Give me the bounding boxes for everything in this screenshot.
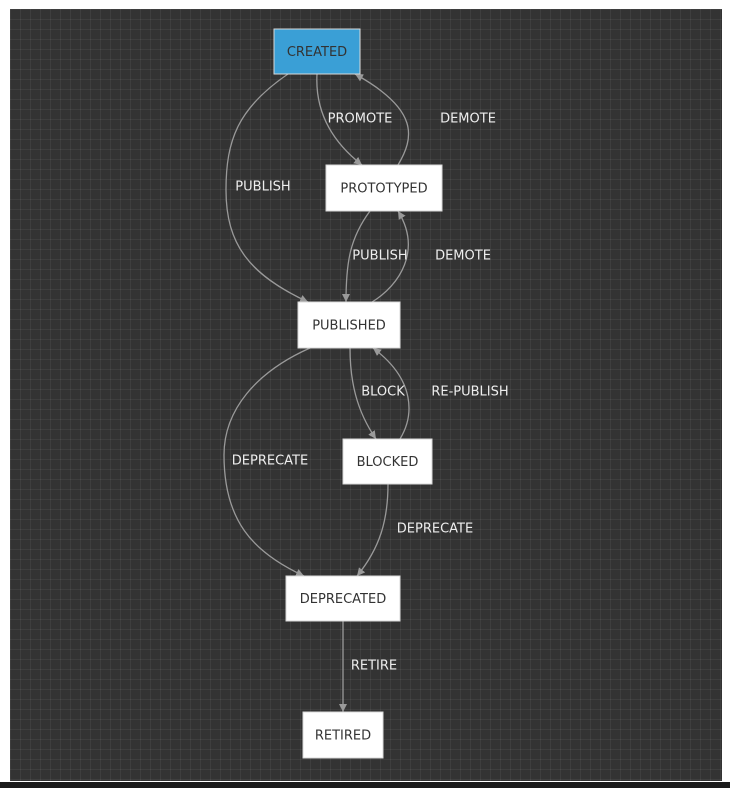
bottom-border — [0, 782, 730, 788]
edge-label-deprecated-to-retired: RETIRE — [351, 659, 397, 674]
state-label-blocked: BLOCKED — [357, 455, 419, 470]
state-box-retired[interactable] — [302, 711, 384, 759]
state-box-prototyped[interactable] — [325, 164, 443, 212]
edge-label-prototyped-to-created: DEMOTE — [440, 112, 496, 127]
state-box-published[interactable] — [297, 301, 401, 349]
edge-label-blocked-to-published: RE-PUBLISH — [431, 385, 508, 400]
state-label-retired: RETIRED — [315, 729, 371, 744]
edge-label-published-to-blocked: BLOCK — [361, 385, 405, 400]
edge-published-to-prototyped — [371, 210, 409, 303]
edge-created-to-prototyped — [316, 73, 363, 166]
edge-label-created-to-published: PUBLISH — [235, 180, 290, 195]
edge-label-published-to-deprecated: DEPRECATE — [232, 454, 308, 469]
state-box-deprecated[interactable] — [285, 575, 401, 622]
edge-prototyped-to-created — [354, 73, 410, 166]
state-box-blocked[interactable] — [342, 438, 433, 485]
state-label-published: PUBLISHED — [312, 319, 386, 334]
state-label-prototyped: PROTOTYPED — [340, 182, 427, 197]
state-label-created: CREATED — [287, 45, 347, 60]
state-node-blocked[interactable]: BLOCKED — [342, 438, 433, 485]
edge-label-created-to-prototyped: PROMOTE — [328, 112, 393, 127]
edge-blocked-to-published — [372, 347, 410, 440]
edge-label-blocked-to-deprecated: DEPRECATE — [397, 522, 473, 537]
state-node-created[interactable]: CREATED — [273, 28, 361, 75]
edge-label-prototyped-to-published: PUBLISH — [352, 249, 407, 264]
state-node-prototyped[interactable]: PROTOTYPED — [325, 164, 443, 212]
edge-label-published-to-prototyped: DEMOTE — [435, 249, 491, 264]
diagram-canvas — [10, 9, 722, 781]
state-box-created[interactable] — [273, 28, 361, 75]
edge-created-to-published — [225, 73, 309, 303]
state-node-deprecated[interactable]: DEPRECATED — [285, 575, 401, 622]
edge-blocked-to-deprecated — [356, 483, 389, 577]
state-node-retired[interactable]: RETIRED — [302, 711, 384, 759]
state-label-deprecated: DEPRECATED — [300, 592, 386, 607]
state-node-published[interactable]: PUBLISHED — [297, 301, 401, 349]
edge-published-to-deprecated — [223, 347, 311, 577]
edge-published-to-blocked — [349, 347, 377, 440]
edge-prototyped-to-published — [342, 210, 371, 303]
